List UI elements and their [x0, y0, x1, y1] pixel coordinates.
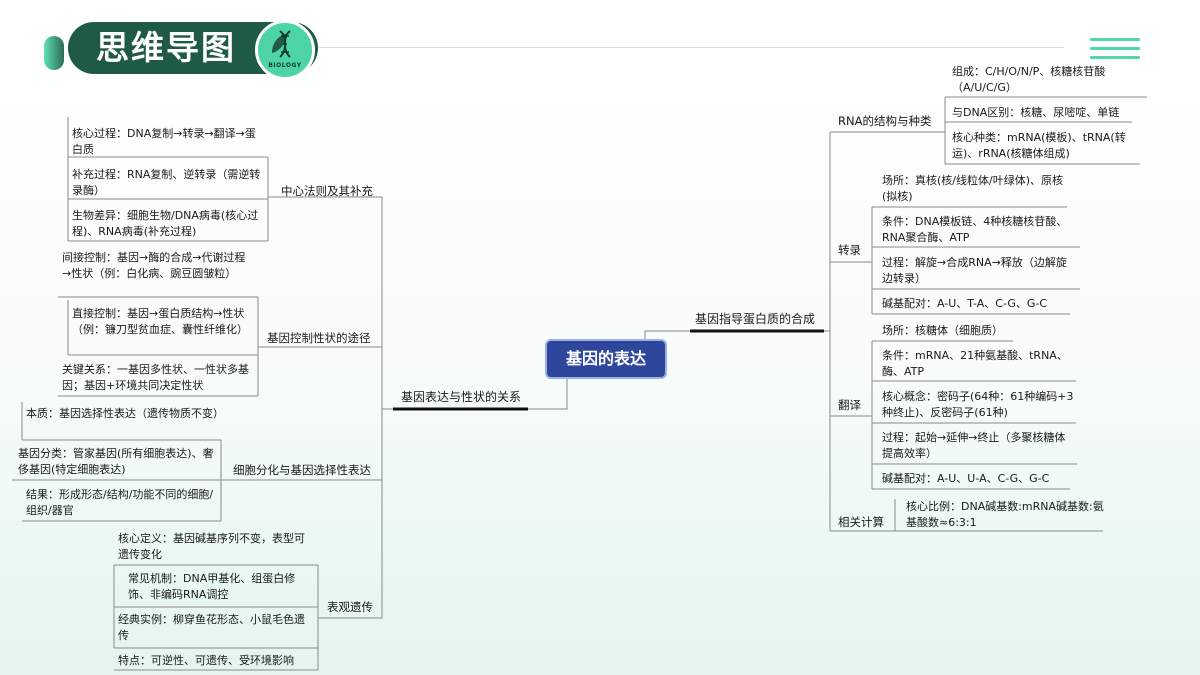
node-transcription[interactable]: 转录 [838, 243, 861, 257]
epigenetics-item-4: 特点：可逆性、可遗传、受环境影响 [118, 654, 294, 667]
translation-item-1: 场所：核糖体（细胞质） [882, 324, 1003, 337]
header-accent [44, 36, 64, 70]
node-differentiation[interactable]: 细胞分化与基因选择性表达 [233, 463, 371, 477]
translation-item-4: 过程：起始→延伸→终止（多聚核糖体提高效率） [882, 431, 1066, 460]
page-title: 思维导图 [96, 28, 236, 67]
calc-item-1: 核心比例：DNA碱基数:mRNA碱基数:氨基酸数≈6:3:1 [906, 500, 1104, 529]
translation-item-2: 条件：mRNA、21种氨基酸、tRNA、酶、ATP [882, 349, 1068, 378]
branch-gene-trait[interactable]: 基因表达与性状的关系 [401, 390, 522, 404]
central-item-2: 补充过程：RNA复制、逆转录（需逆转录酶） [72, 168, 261, 197]
logo-text: BIOLOGY [268, 62, 302, 69]
translation-item-5: 碱基配对：A-U、U-A、C-G、G-C [882, 472, 1050, 485]
node-trait-control[interactable]: 基因控制性状的途径 [267, 331, 371, 345]
epigenetics-item-2: 常见机制：DNA甲基化、组蛋白修饰、非编码RNA调控 [128, 572, 296, 601]
control-item-1: 间接控制：基因→酶的合成→代谢过程→性状（例：白化病、豌豆圆皱粒） [62, 251, 246, 280]
dna-logo-icon: BIOLOGY [255, 20, 315, 80]
control-item-3: 关键关系：一基因多性状、一性状多基因；基因+环境共同决定性状 [62, 363, 249, 392]
node-central-dogma[interactable]: 中心法则及其补充 [281, 184, 373, 198]
menu-icon-bar-2[interactable] [1090, 47, 1140, 50]
node-epigenetics[interactable]: 表观遗传 [327, 600, 373, 614]
translation-item-3: 核心概念：密码子(64种：61种编码+3种终止)、反密码子(61种) [882, 390, 1074, 419]
transcription-item-2: 条件：DNA模板链、4种核糖核苷酸、RNA聚合酶、ATP [882, 215, 1068, 244]
differentiation-item-1: 本质：基因选择性表达（遗传物质不变） [26, 407, 224, 420]
root-node[interactable]: 基因的表达 [547, 341, 665, 377]
central-item-3: 生物差异：细胞生物/DNA病毒(核心过程)、RNA病毒(补充过程) [72, 209, 259, 238]
central-item-1: 核心过程：DNA复制→转录→翻译→蛋白质 [72, 127, 256, 156]
epigenetics-item-3: 经典实例：柳穿鱼花形态、小鼠毛色遗传 [118, 613, 305, 642]
differentiation-item-3: 结果：形成形态/结构/功能不同的细胞/组织/器官 [26, 488, 214, 517]
transcription-item-1: 场所：真核(核/线粒体/叶绿体)、原核(拟核) [882, 174, 1063, 203]
rna-item-3: 核心种类：mRNA(模板)、tRNA(转运)、rRNA(核糖体组成) [952, 131, 1126, 160]
transcription-item-3: 过程：解旋→合成RNA→释放（边解旋边转录） [882, 256, 1067, 285]
menu-icon-bar-3[interactable] [1090, 56, 1140, 59]
transcription-item-4: 碱基配对：A-U、T-A、C-G、G-C [882, 297, 1048, 310]
header-divider [318, 47, 1064, 48]
node-calc[interactable]: 相关计算 [838, 515, 884, 529]
epigenetics-item-1: 核心定义：基因碱基序列不变，表型可遗传变化 [118, 532, 305, 561]
menu-icon-bar-1[interactable] [1090, 38, 1140, 41]
node-translation[interactable]: 翻译 [838, 398, 861, 412]
control-item-2: 直接控制：基因→蛋白质结构→性状（例：镰刀型贫血症、囊性纤维化） [72, 307, 248, 336]
rna-item-1: 组成：C/H/O/N/P、核糖核苷酸（A/U/C/G） [952, 65, 1106, 94]
node-rna[interactable]: RNA的结构与种类 [838, 114, 932, 128]
rna-item-2: 与DNA区别：核糖、尿嘧啶、单链 [952, 106, 1120, 119]
branch-protein-synthesis[interactable]: 基因指导蛋白质的合成 [695, 312, 816, 326]
differentiation-item-2: 基因分类：管家基因(所有细胞表达)、奢侈基因(特定细胞表达) [18, 447, 214, 476]
